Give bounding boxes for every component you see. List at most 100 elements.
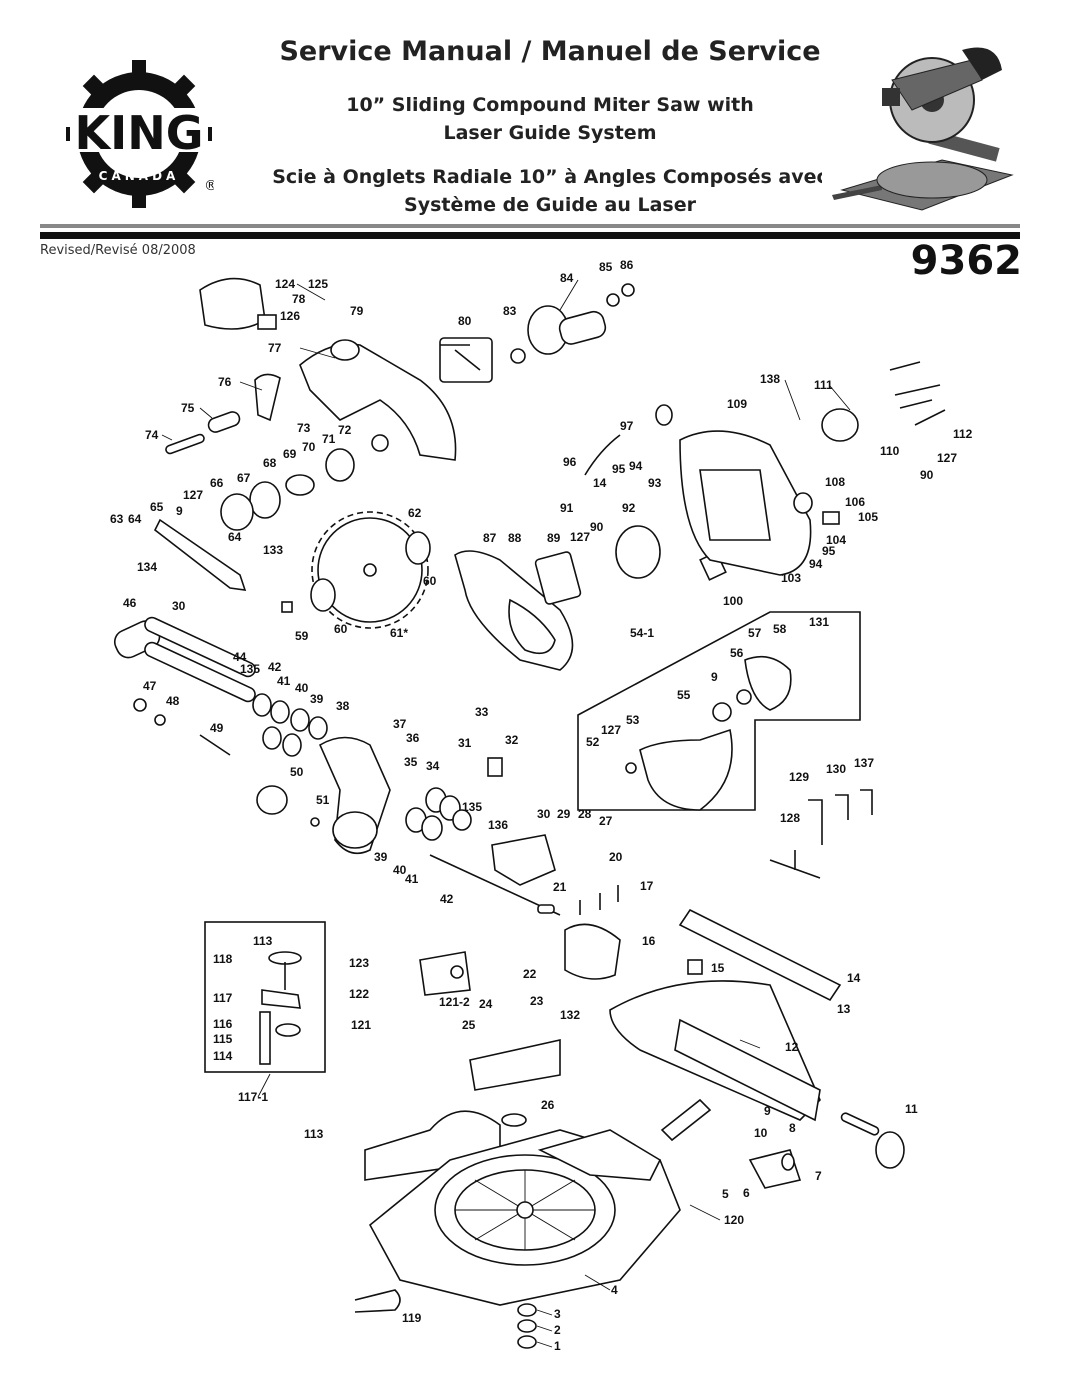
part-label: 127	[183, 488, 203, 502]
page-title: Service Manual / Manuel de Service	[279, 36, 821, 67]
part-label: 29	[557, 807, 571, 821]
fence-right	[469, 1039, 561, 1091]
armature-bearing-2	[621, 283, 635, 297]
part-label: 127	[601, 723, 621, 737]
part-label: 60	[423, 574, 437, 588]
part-label: 121-2	[439, 995, 470, 1009]
part-label: 5	[722, 1187, 729, 1201]
lower-blade-guard	[639, 728, 733, 811]
part-label: 112	[953, 427, 973, 441]
motor-housing	[679, 430, 812, 576]
part-label: 116	[213, 1017, 233, 1031]
brush-holder	[793, 492, 813, 514]
blade-bolt	[281, 601, 293, 613]
hex-key-large	[808, 799, 823, 845]
part-label: 95	[822, 544, 836, 558]
part-label: 132	[560, 1008, 580, 1022]
part-label: 111	[814, 378, 833, 392]
blade-guard-link	[153, 518, 247, 591]
part-label: 71	[322, 432, 336, 446]
part-label: 28	[578, 807, 592, 821]
part-label: 52	[586, 735, 600, 749]
gear	[325, 448, 355, 482]
rail-bolt	[199, 734, 231, 756]
rail-bushings	[252, 693, 328, 757]
part-label: 138	[760, 372, 780, 386]
lower-guard-inset-box	[577, 611, 861, 811]
guard-plate	[744, 655, 792, 711]
part-label: 133	[263, 543, 283, 557]
part-label: 1	[554, 1339, 561, 1353]
dust-port	[257, 314, 277, 330]
part-label: 121	[351, 1018, 371, 1032]
bearing	[371, 434, 389, 452]
lock-lever-arm	[261, 989, 301, 1009]
header-rule-light	[40, 224, 1020, 228]
part-label: 14	[593, 476, 607, 490]
part-label: 68	[263, 456, 277, 470]
part-label: 94	[629, 459, 643, 473]
bevel-knob	[256, 785, 288, 815]
part-label: 53	[626, 713, 640, 727]
part-label: 14	[847, 971, 861, 985]
part-label: 131	[809, 615, 829, 629]
part-label: 64	[228, 530, 242, 544]
part-label: 94	[809, 557, 823, 571]
part-label: 30	[537, 807, 551, 821]
slide-rail-upper	[144, 616, 256, 678]
switch-bracket	[439, 337, 493, 383]
part-label: 130	[826, 762, 846, 776]
part-label: 15	[711, 961, 725, 975]
lock-shaft	[259, 1011, 271, 1065]
part-label: 127	[937, 451, 957, 465]
part-label: 117-1	[238, 1090, 268, 1104]
part-label: 75	[181, 401, 195, 415]
part-label: 12	[785, 1040, 799, 1054]
leader-lines	[161, 279, 851, 1348]
part-label: 39	[374, 850, 388, 864]
product-photo	[822, 40, 1027, 220]
part-label: 50	[290, 765, 304, 779]
hex-bolt	[687, 959, 703, 975]
part-labels: 124 125 78 79 126 77 76 75 74 73 72 71 7…	[110, 258, 973, 1353]
laser-lens	[450, 965, 464, 979]
handle-boss	[330, 339, 360, 361]
nut-1	[517, 1335, 537, 1349]
part-label: 26	[541, 1098, 555, 1112]
part-label: 39	[310, 692, 324, 706]
arm-bushings	[405, 787, 472, 841]
part-label: 76	[218, 375, 232, 389]
part-label: 46	[123, 596, 137, 610]
part-label: 127	[570, 530, 590, 544]
part-label: 88	[508, 531, 522, 545]
part-label: 65	[150, 500, 164, 514]
part-label: 40	[295, 681, 309, 695]
rail-washer	[154, 714, 166, 726]
part-label: 51	[316, 793, 330, 807]
part-label: 129	[789, 770, 809, 784]
pivot-screws	[579, 885, 619, 915]
part-label: 32	[505, 733, 519, 747]
part-label: 37	[393, 717, 407, 731]
slide-rail-lower	[144, 641, 256, 703]
part-label: 114	[213, 1049, 233, 1063]
part-label: 57	[748, 626, 762, 640]
part-label: 42	[440, 892, 454, 906]
part-label: 77	[268, 341, 282, 355]
base	[368, 1129, 681, 1306]
part-label: 36	[406, 731, 420, 745]
turntable-arm	[674, 1018, 821, 1122]
spindle	[285, 474, 315, 496]
part-label: 25	[462, 1018, 476, 1032]
part-label: 34	[426, 759, 440, 773]
part-label: 8	[789, 1121, 796, 1135]
lock-spring	[781, 1153, 795, 1171]
part-label: 62	[408, 506, 422, 520]
part-label: 23	[530, 994, 544, 1008]
subtitle-en-line2: Laser Guide System	[443, 122, 657, 144]
field-coil	[615, 525, 661, 579]
part-label: 122	[349, 987, 369, 1001]
miter-handle-rod	[840, 1112, 880, 1136]
part-label: 41	[405, 872, 419, 886]
